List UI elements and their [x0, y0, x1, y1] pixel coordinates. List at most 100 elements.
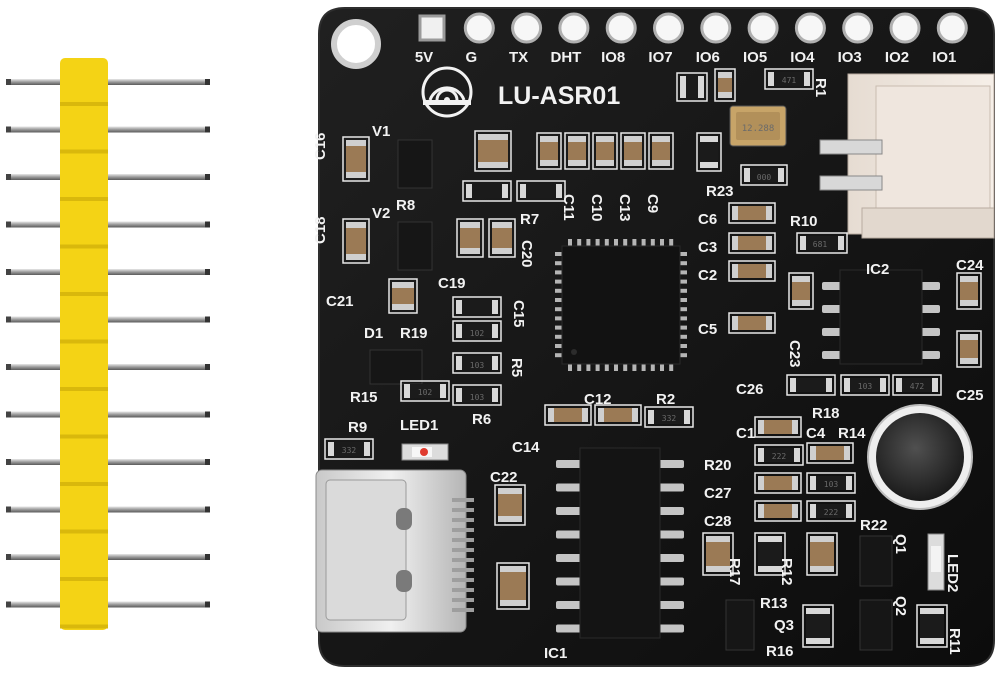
- silk-label-c18: C18: [312, 216, 329, 244]
- regulators-and-transistors: [369, 139, 893, 651]
- header-pin-label: DHT: [550, 49, 581, 66]
- code-r9: 332: [342, 446, 357, 455]
- code-r5: 103: [470, 361, 485, 370]
- smd-capacitor: [342, 218, 370, 264]
- silk-label-q1: Q1: [892, 534, 909, 554]
- board-title: LU-ASR01: [498, 82, 620, 110]
- silk-label-c21: C21: [326, 293, 354, 310]
- silk-label-led2: LED2: [944, 554, 961, 592]
- smd-resistor: [400, 380, 450, 402]
- code-r14: 472: [910, 382, 925, 391]
- code-r15: 102: [470, 329, 485, 338]
- code-r18: 103: [858, 382, 873, 391]
- smd-resistor: [452, 352, 502, 374]
- header-pad: [889, 12, 921, 44]
- smd-resistor: [754, 532, 786, 576]
- ic1-chip: [556, 447, 684, 639]
- smd-resistor: [644, 406, 694, 428]
- silk-label-c26: C26: [736, 381, 764, 398]
- silk-label-c2: C2: [698, 267, 717, 284]
- silk-label-c3: C3: [698, 239, 717, 256]
- silk-label-q3: Q3: [774, 617, 794, 634]
- silk-label-d1: D1: [364, 325, 383, 342]
- smd-capacitor: [728, 202, 776, 224]
- header-pin-label: TX: [509, 49, 528, 66]
- smd-resistor: [754, 444, 804, 466]
- header-pin-label: 5V: [415, 49, 433, 66]
- header-pad: [700, 12, 732, 44]
- smd-capacitor: [648, 132, 674, 170]
- ic2-chip: [822, 269, 940, 365]
- header-pad: [747, 12, 779, 44]
- code-r1: 471: [782, 76, 797, 85]
- silk-label-r8: R8: [396, 197, 415, 214]
- silk-label-ic1: IC1: [544, 645, 567, 662]
- silk-label-c10: C10: [588, 194, 605, 222]
- smd-capacitor: [754, 416, 802, 438]
- silk-label-r16: R16: [766, 643, 794, 660]
- smd-capacitor: [388, 278, 418, 314]
- smd-capacitor: [728, 260, 776, 282]
- smd-capacitor: [806, 532, 838, 576]
- header-pin-label: IO2: [885, 49, 909, 66]
- silk-label-r1: R1: [812, 78, 829, 97]
- silk-label-r14: R14: [838, 425, 866, 442]
- silk-label-v1: V1: [372, 123, 390, 140]
- smd-capacitor: [728, 232, 776, 254]
- smd-capacitor: [806, 442, 854, 464]
- silk-label-c13: C13: [616, 194, 633, 222]
- header-pin-label: IO1: [932, 49, 956, 66]
- pin-header-plastic: [60, 58, 108, 630]
- main-mcu-chip: [555, 239, 687, 371]
- silk-label-c28: C28: [704, 513, 732, 530]
- header-pin-label: G: [465, 49, 477, 66]
- silk-label-c19: C19: [438, 275, 466, 292]
- header-pin-label: IO4: [790, 49, 815, 66]
- silk-label-r11: R11: [946, 628, 963, 655]
- smd-capacitor: [456, 218, 484, 258]
- led2: [927, 533, 945, 591]
- silk-label-c1: C1: [736, 425, 755, 442]
- silk-label-r7: R7: [520, 211, 539, 228]
- silk-label-r5: R5: [508, 358, 525, 377]
- header-pads: [418, 12, 968, 44]
- smd-components: [324, 68, 982, 648]
- smd-resistor: [452, 296, 502, 318]
- smd-capacitor: [592, 132, 618, 170]
- smd-capacitor: [474, 130, 512, 172]
- header-pin-label: IO6: [696, 49, 720, 66]
- silk-label-c23: C23: [786, 340, 803, 368]
- silk-label-c14: C14: [512, 439, 540, 456]
- smd-capacitor: [714, 68, 736, 102]
- silk-label-c4: C4: [806, 425, 826, 442]
- silk-label-r15: R15: [350, 389, 378, 406]
- silk-label-c9: C9: [644, 194, 661, 213]
- crystal-oscillator: 12.288: [729, 105, 787, 147]
- smd-capacitor: [536, 132, 562, 170]
- smd-capacitor: [702, 532, 734, 576]
- silk-label-c15: C15: [510, 300, 527, 328]
- smd-capacitor: [594, 404, 642, 426]
- header-pin-label: IO5: [743, 49, 767, 66]
- header-pad: [842, 12, 874, 44]
- header-pin-label: IO7: [648, 49, 672, 66]
- code-c4: 103: [824, 480, 839, 489]
- silk-label-c11: C11: [560, 194, 577, 221]
- smd-resistor: [806, 500, 856, 522]
- silk-label-r17: R17: [726, 558, 743, 586]
- silk-label-c6: C6: [698, 211, 717, 228]
- header-pad-square: [418, 14, 446, 42]
- smd-resistor: [802, 604, 834, 648]
- code-r13: 222: [824, 508, 839, 517]
- pin-header: [6, 58, 210, 630]
- smd-capacitor: [494, 484, 526, 526]
- smd-capacitor: [728, 312, 776, 334]
- silk-label-c22: C22: [490, 469, 518, 486]
- silk-label-r19: R19: [400, 325, 428, 342]
- code-r2: 332: [662, 414, 677, 423]
- silk-label-r20: R20: [704, 457, 732, 474]
- code-r23: 000: [757, 173, 772, 182]
- code-r20: 222: [772, 452, 787, 461]
- silk-label-r22: R22: [860, 517, 888, 534]
